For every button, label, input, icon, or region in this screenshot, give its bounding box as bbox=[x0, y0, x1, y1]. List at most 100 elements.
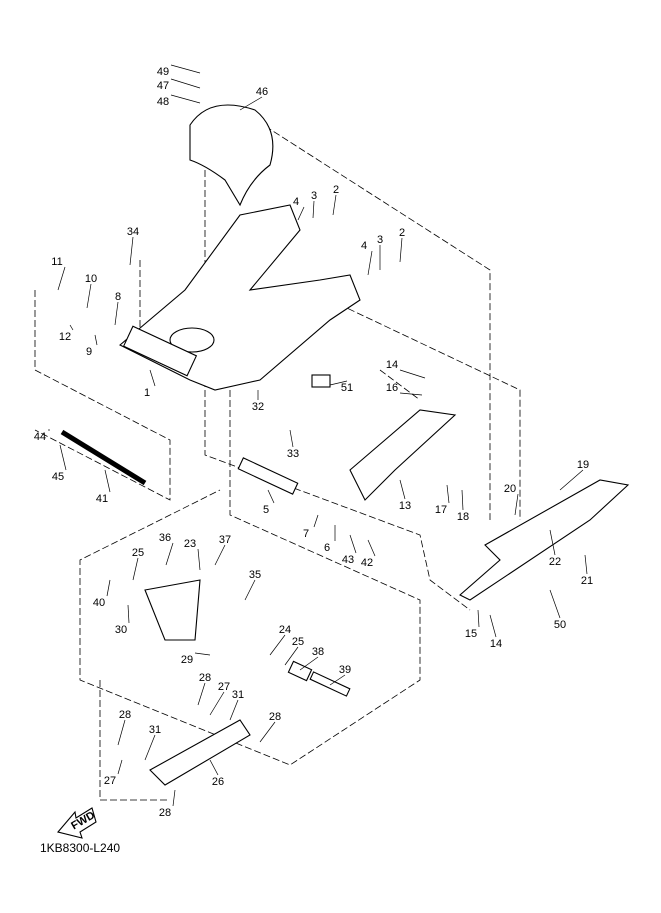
callout-2: 2 bbox=[333, 184, 339, 196]
callout-leader-line bbox=[559, 469, 584, 491]
callout-8: 8 bbox=[115, 291, 121, 303]
callout-49: 49 bbox=[157, 66, 169, 78]
callout-leader-line bbox=[584, 554, 588, 575]
callout-leader-line bbox=[209, 691, 225, 716]
parts bbox=[60, 104, 630, 786]
callout-40: 40 bbox=[93, 597, 105, 609]
callout-leader-line bbox=[489, 614, 497, 638]
relay-arm-part bbox=[144, 579, 201, 641]
callout-leader-line bbox=[170, 64, 201, 74]
callout-11: 11 bbox=[51, 256, 62, 268]
callout-34: 34 bbox=[127, 226, 139, 238]
callout-leader-line bbox=[165, 542, 174, 566]
callout-4: 4 bbox=[361, 240, 367, 252]
callout-leader-line bbox=[127, 604, 130, 624]
callout-12: 12 bbox=[59, 331, 71, 343]
callout-leader-line bbox=[59, 444, 67, 471]
callout-leader-line bbox=[367, 250, 373, 276]
callout-37: 37 bbox=[219, 534, 231, 546]
callout-9: 9 bbox=[86, 346, 92, 358]
callout-leader-line bbox=[149, 369, 156, 387]
callout-leader-line bbox=[214, 544, 226, 566]
callout-leader-line bbox=[194, 652, 211, 656]
callout-46: 46 bbox=[256, 86, 268, 98]
callout-leader-line bbox=[114, 301, 119, 326]
callout-leader-line bbox=[299, 656, 319, 671]
callout-leader-line bbox=[144, 734, 156, 761]
callout-16: 16 bbox=[386, 382, 398, 394]
connecting-rod-part bbox=[149, 719, 251, 786]
callout-13: 13 bbox=[399, 500, 411, 512]
callout-leader-line bbox=[399, 479, 406, 500]
callout-leader-line bbox=[329, 674, 346, 686]
callout-leader-line bbox=[399, 392, 423, 396]
callout-leader-line bbox=[269, 634, 286, 656]
callout-43: 43 bbox=[342, 554, 354, 566]
callout-31: 31 bbox=[149, 724, 161, 736]
callout-leader-line bbox=[349, 534, 357, 554]
callout-24: 24 bbox=[279, 624, 291, 636]
callout-leader-line bbox=[313, 514, 319, 528]
fwd-arrow-icon bbox=[57, 807, 97, 839]
callout-44: 44 bbox=[34, 431, 46, 443]
callout-21: 21 bbox=[581, 575, 593, 587]
callout-leader-line bbox=[132, 557, 139, 581]
callout-leader-line bbox=[86, 283, 92, 309]
chain-guide-part bbox=[349, 409, 457, 501]
callout-leader-line bbox=[129, 236, 134, 266]
callout-28: 28 bbox=[269, 711, 281, 723]
callout-31: 31 bbox=[232, 689, 244, 701]
collar-part bbox=[287, 660, 313, 682]
swingarm-pivot-hole bbox=[169, 327, 215, 353]
callout-leader-line bbox=[259, 721, 276, 743]
assembly-guide-lines bbox=[34, 109, 521, 801]
callout-28: 28 bbox=[159, 807, 171, 819]
callout-3: 3 bbox=[377, 234, 383, 246]
callout-leader-line bbox=[170, 78, 201, 89]
callout-17: 17 bbox=[435, 504, 447, 516]
callout-leader-line bbox=[446, 484, 450, 504]
fwd-arrow: FWD bbox=[57, 807, 97, 839]
callout-35: 35 bbox=[249, 569, 261, 581]
callout-23: 23 bbox=[184, 538, 196, 550]
callout-10: 10 bbox=[85, 273, 97, 285]
callout-7: 7 bbox=[303, 528, 309, 540]
callout-leader-line bbox=[284, 646, 299, 666]
callout-leader-line bbox=[117, 759, 123, 775]
callout-leader-line bbox=[209, 759, 219, 776]
callout-14: 14 bbox=[490, 638, 502, 650]
callout-leader-line bbox=[514, 493, 519, 516]
callout-27: 27 bbox=[218, 681, 230, 693]
chain-case-part bbox=[459, 479, 630, 601]
callout-27: 27 bbox=[104, 775, 116, 787]
callout-leader-line bbox=[172, 789, 176, 807]
callout-45: 45 bbox=[52, 471, 64, 483]
callout-leader-line bbox=[197, 548, 201, 571]
callout-leader-line bbox=[117, 719, 126, 746]
shaft-part bbox=[237, 457, 299, 495]
callout-30: 30 bbox=[115, 624, 127, 636]
callout-leader-line bbox=[399, 237, 403, 263]
callout-14: 14 bbox=[386, 359, 398, 371]
pivot-tube-part bbox=[122, 325, 198, 377]
callout-18: 18 bbox=[457, 511, 469, 523]
callout-25: 25 bbox=[132, 547, 144, 559]
callout-leader-line bbox=[297, 206, 305, 221]
callout-3: 3 bbox=[311, 190, 317, 202]
callout-28: 28 bbox=[199, 672, 211, 684]
callout-leader-line bbox=[57, 266, 66, 291]
rear-fender-part bbox=[189, 104, 274, 207]
callout-20: 20 bbox=[504, 483, 516, 495]
callout-48: 48 bbox=[157, 96, 169, 108]
callout-25: 25 bbox=[292, 636, 304, 648]
callout-41: 41 bbox=[96, 493, 108, 505]
callout-leader-line bbox=[106, 579, 111, 597]
callout-33: 33 bbox=[287, 448, 299, 460]
bolt-part bbox=[309, 671, 351, 697]
callout-39: 39 bbox=[339, 664, 351, 676]
callout-28: 28 bbox=[119, 709, 131, 721]
callout-leader-line bbox=[267, 489, 275, 504]
callout-32: 32 bbox=[252, 401, 264, 413]
callout-5: 5 bbox=[263, 504, 269, 516]
callout-38: 38 bbox=[312, 646, 324, 658]
